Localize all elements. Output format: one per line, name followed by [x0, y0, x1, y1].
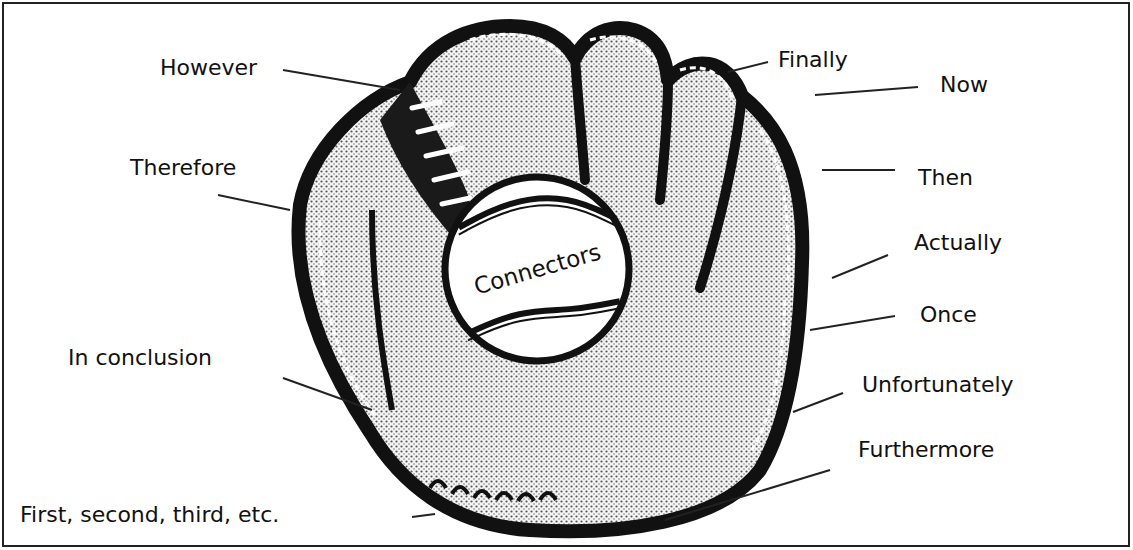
connector-word: Unfortunately: [862, 372, 1014, 398]
finger-seam: [700, 96, 742, 288]
leader-line: [810, 316, 895, 330]
glove: [298, 26, 802, 531]
connector-word: Now: [940, 72, 988, 98]
glove-webbing: [380, 82, 470, 240]
palm-edge: [372, 210, 392, 410]
baseball-node: Connectors: [440, 172, 634, 366]
finger-seam: [575, 58, 585, 180]
glove-lacing: [412, 102, 470, 204]
glove-laces: [430, 481, 556, 501]
baseball-seam: [459, 205, 615, 234]
frame-border: [3, 3, 1129, 546]
ball-label: Connectors: [471, 239, 604, 300]
leader-line: [218, 195, 290, 210]
connector-word: However: [160, 55, 257, 81]
connector-word: Furthermore: [858, 437, 994, 463]
leader-line: [822, 169, 895, 171]
connector-word: Therefore: [130, 155, 236, 181]
connector-word: In conclusion: [68, 345, 212, 371]
leader-lines: [218, 62, 918, 520]
baseball-outline: [445, 177, 629, 361]
finger-seam: [660, 80, 668, 200]
leader-line: [815, 87, 918, 95]
leader-line: [832, 255, 888, 278]
leader-line: [283, 378, 372, 410]
leader-line: [283, 70, 400, 90]
leader-line: [412, 514, 435, 517]
baseball-seam: [468, 308, 620, 340]
connector-word: Finally: [778, 47, 848, 73]
connector-word: Then: [918, 165, 973, 191]
connector-word: Actually: [914, 230, 1002, 256]
leader-line: [793, 393, 843, 412]
connector-word: First, second, third, etc.: [20, 502, 279, 528]
leader-line: [728, 62, 768, 72]
connector-word: Once: [920, 302, 977, 328]
baseball-text-holder: Connectors: [440, 172, 634, 366]
leader-line: [665, 470, 830, 520]
glove-outline: [298, 26, 802, 531]
glove-stitching: [320, 220, 375, 415]
